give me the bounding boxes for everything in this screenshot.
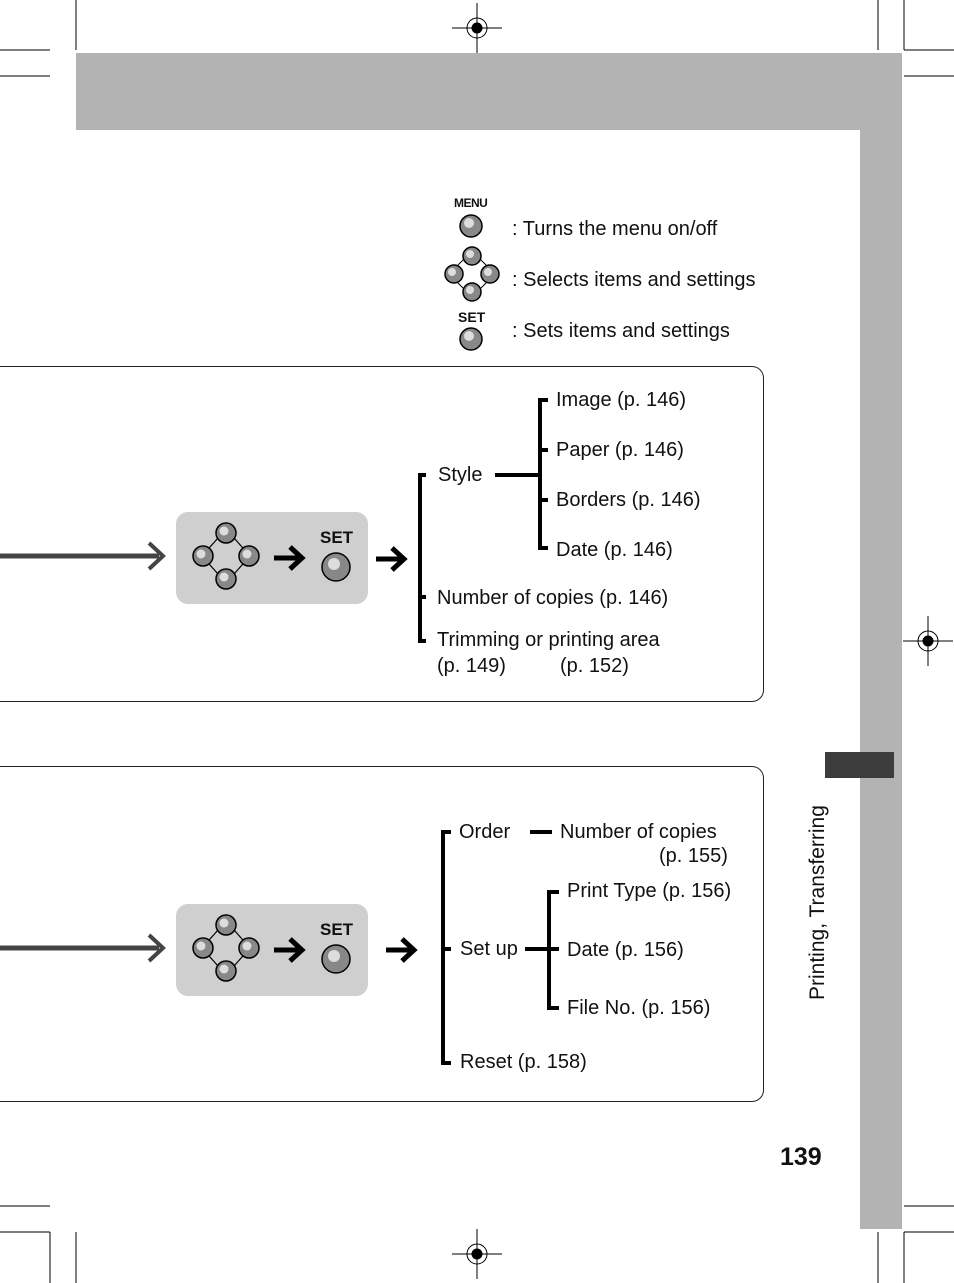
set-button-icon xyxy=(321,552,351,582)
borders-item: Borders (p. 146) xyxy=(556,489,701,511)
date-item: Date (p. 146) xyxy=(556,539,673,561)
image-item: Image (p. 146) xyxy=(556,389,687,411)
reset-item: Reset (p. 158) xyxy=(460,1051,587,1073)
set-button-label: SET xyxy=(458,309,486,325)
set-button-icon xyxy=(321,944,351,974)
trimming-page-1: (p. 149) xyxy=(437,655,506,677)
dpad-icon xyxy=(192,522,260,590)
trimming-item: Trimming or printing area xyxy=(437,629,660,651)
dpad-icon xyxy=(192,914,260,982)
copies-item: Number of copies (p. 146) xyxy=(437,587,669,609)
side-tab-label: Printing, Transferring xyxy=(806,805,829,1000)
side-bar xyxy=(860,130,902,1229)
order-item: Order xyxy=(459,821,511,843)
dpad-desc: : Selects items and settings xyxy=(512,269,756,291)
menu-button-icon xyxy=(459,214,483,238)
section-tab-marker xyxy=(825,752,894,778)
trimming-page-2: (p. 152) xyxy=(560,655,629,677)
setup-item: Set up xyxy=(460,938,518,960)
print-type-item: Print Type (p. 156) xyxy=(567,880,732,902)
paper-item: Paper (p. 146) xyxy=(556,439,684,461)
menu-tree-lines xyxy=(418,398,548,643)
header-band xyxy=(76,53,902,130)
date-item: Date (p. 156) xyxy=(567,939,684,961)
dpad-icon xyxy=(444,246,500,302)
order-copies-page: (p. 155) xyxy=(659,845,728,867)
right-arrow-icon xyxy=(376,546,408,572)
right-arrow-icon xyxy=(274,937,306,963)
set-desc: : Sets items and settings xyxy=(512,320,730,342)
incoming-arrow xyxy=(0,541,166,571)
right-arrow-icon xyxy=(386,937,418,963)
button-sequence: SET xyxy=(176,512,368,604)
legend: MENU : Turns the menu on/off : Selects i… xyxy=(440,195,800,355)
right-arrow-icon xyxy=(274,545,306,571)
style-settings-panel: SET Style Image (p. 146) Paper (p. 146) … xyxy=(0,366,764,702)
menu-button-label: MENU xyxy=(454,196,488,210)
file-no-item: File No. (p. 156) xyxy=(567,997,711,1019)
set-button-icon xyxy=(459,327,483,351)
menu-tree-lines xyxy=(441,830,559,1065)
page-number: 139 xyxy=(780,1143,822,1171)
incoming-arrow xyxy=(0,933,166,963)
set-button-label: SET xyxy=(320,920,354,939)
order-copies-item: Number of copies xyxy=(560,821,717,843)
set-button-label: SET xyxy=(320,528,354,547)
button-sequence: SET xyxy=(176,904,368,996)
dpof-settings-panel: SET Order Number of copies (p. 155) Set … xyxy=(0,766,764,1102)
style-label: Style xyxy=(438,464,483,486)
menu-desc: : Turns the menu on/off xyxy=(512,218,718,240)
